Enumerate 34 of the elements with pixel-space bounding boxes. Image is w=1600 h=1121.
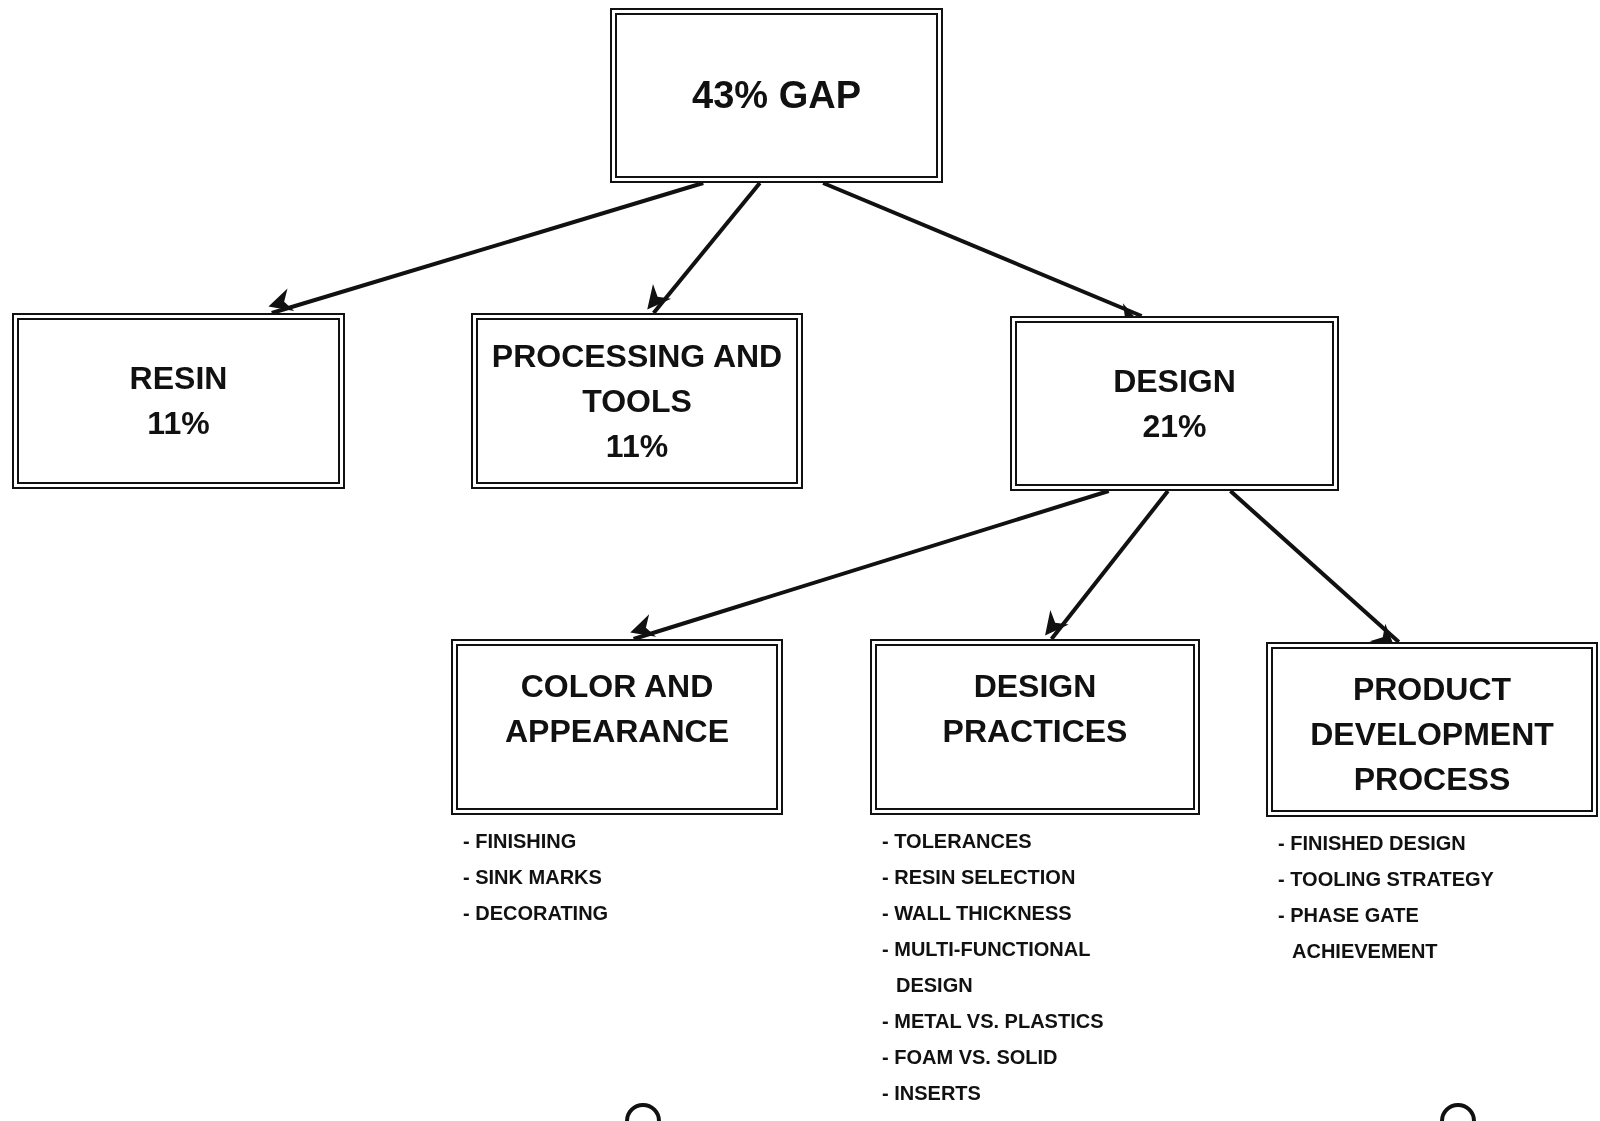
process-box [471,313,803,489]
box-title: PRODUCT DEVELOPMENT PROCESS [1309,670,1555,799]
arrow [647,181,762,315]
box-title: DESIGN PRACTICES [941,667,1129,751]
bullet-item: - RESIN SELECTION [882,865,1077,890]
bullet-item: - INSERTS [882,1081,982,1106]
arrow [630,489,1110,641]
bullet-item: - FINISHING [463,829,578,854]
arrow [268,181,704,315]
process-box [451,639,783,815]
bullet-item: - FINISHED DESIGN [1278,831,1467,856]
box-title: 43% GAP [691,73,862,118]
bullet-item: - FOAM VS. SOLID [882,1045,1059,1070]
bullet-item: - MULTI-FUNCTIONAL DESIGN [882,937,1092,998]
box-title: PROCESSING AND TOOLS [490,336,784,421]
process-box [1266,642,1598,817]
box-title: DESIGN [1112,361,1237,401]
process-box [1010,316,1339,491]
bullet-item: - WALL THICKNESS [882,901,1073,926]
bullet-item: - SINK MARKS [463,865,603,890]
percentage-value: 11% [146,404,211,443]
bullet-item: - DECORATING [463,901,610,926]
bullet-item: - PHASE GATE ACHIEVEMENT [1278,903,1439,964]
percentage-value: 11% [604,426,670,466]
process-box [870,639,1200,815]
bullet-item: - TOOLING STRATEGY [1278,867,1495,892]
bullet-item: - TOLERANCES [882,829,1033,854]
box-title: COLOR AND APPEARANCE [504,667,730,751]
process-box [12,313,345,489]
arrow [1045,489,1170,641]
box-title: RESIN [128,359,229,398]
percentage-value: 21% [1141,406,1208,446]
process-box [610,8,943,183]
bullet-item: - METAL VS. PLASTICS [882,1009,1105,1034]
